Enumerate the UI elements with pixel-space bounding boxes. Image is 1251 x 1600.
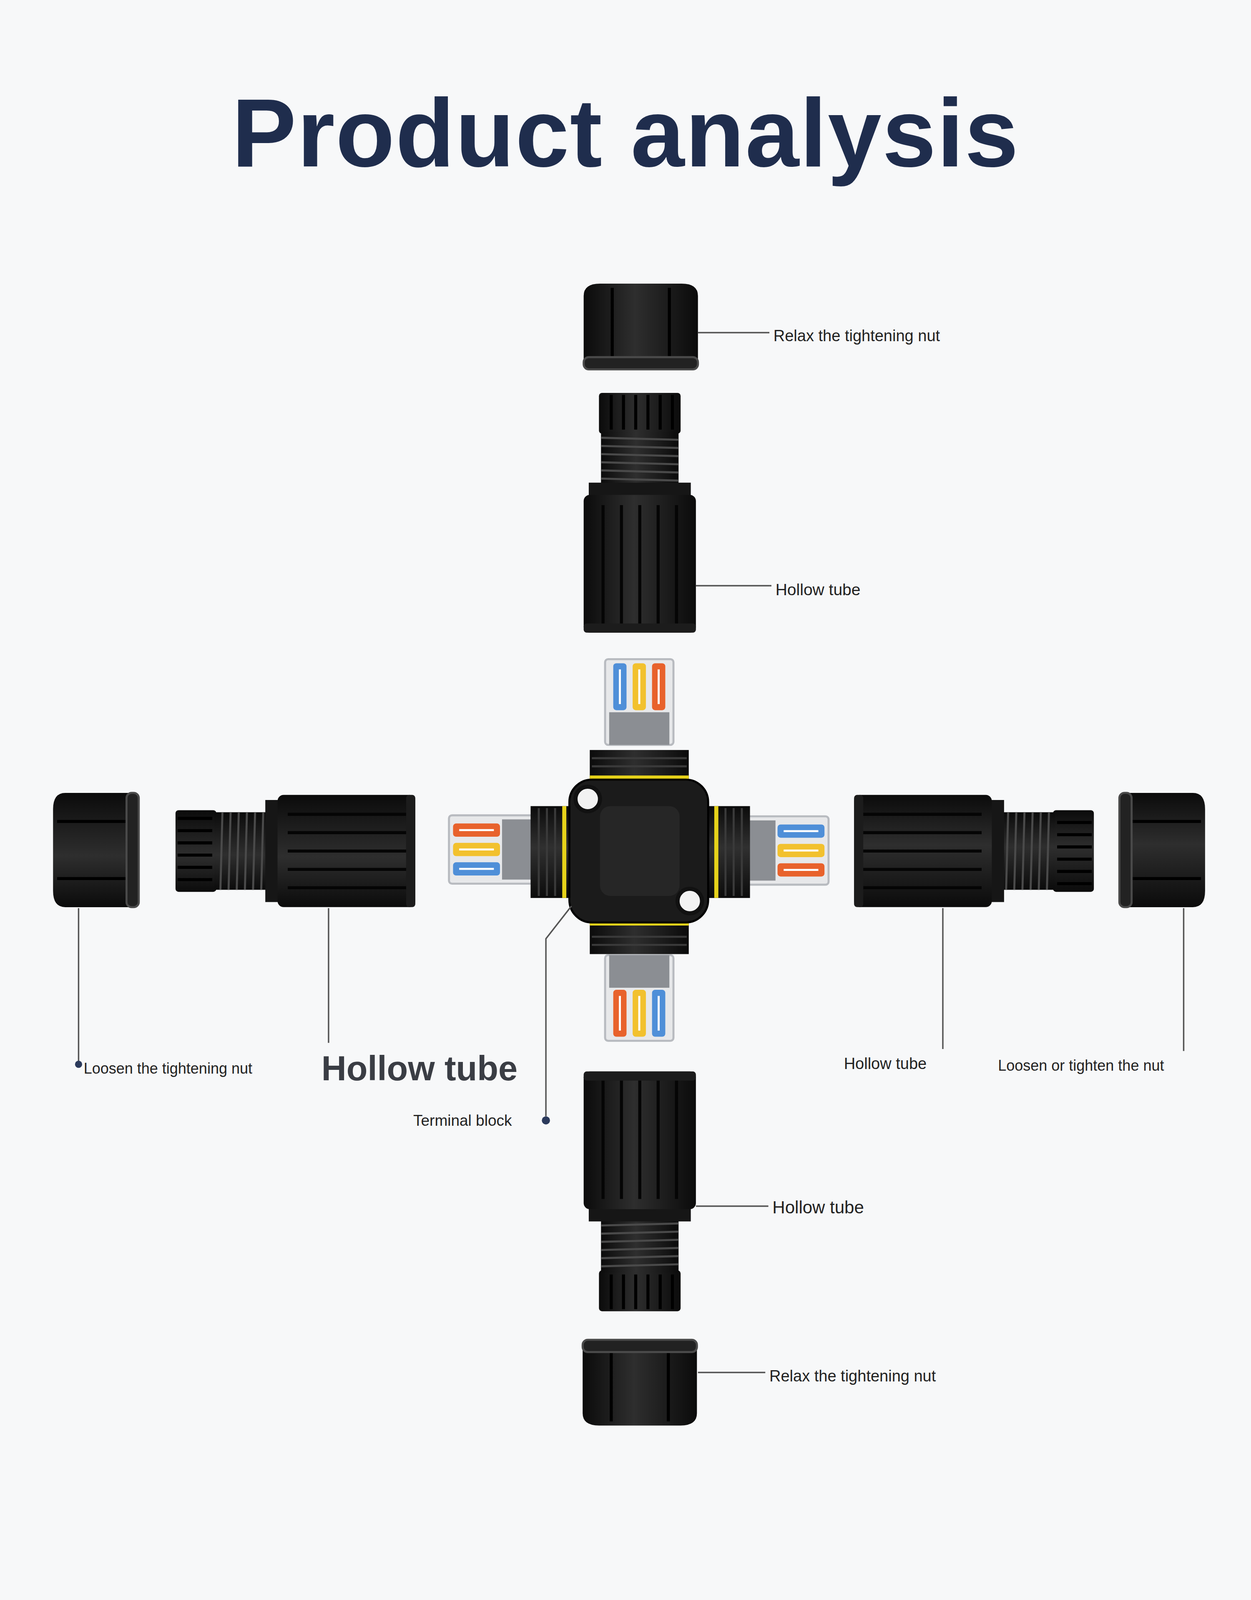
part-label: Hollow tube	[772, 1197, 864, 1218]
part-label: Hollow tube	[775, 580, 861, 599]
title: Product analysis	[231, 77, 1020, 189]
part-label: Loosen the tightening nut	[83, 1059, 253, 1078]
part-label-large: Hollow tube	[321, 1048, 518, 1089]
part-label: Relax the tightening nut	[773, 326, 940, 345]
part-label: Hollow tube	[844, 1054, 927, 1073]
part-label: Loosen or tighten the nut	[997, 1056, 1164, 1075]
part-label: Relax the tightening nut	[769, 1366, 936, 1385]
part-label: Terminal block	[413, 1111, 512, 1130]
